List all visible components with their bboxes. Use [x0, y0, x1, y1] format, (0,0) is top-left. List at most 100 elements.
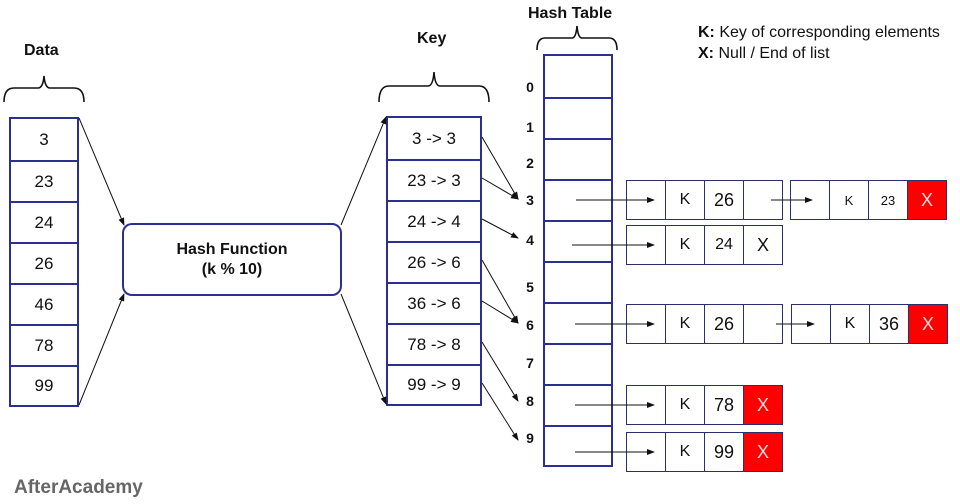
hash-slot-6 [545, 302, 611, 343]
hash-slot-0 [545, 56, 611, 97]
arrow-key-to-index [481, 218, 519, 239]
arrow-data-to-hash-bottom [78, 293, 125, 406]
hash-slot-1 [545, 97, 611, 138]
data-cell: 23 [11, 160, 77, 201]
legend-k-label: K: [698, 24, 715, 41]
node-value-cell: 26 [704, 304, 744, 344]
hash-slot-2 [545, 138, 611, 179]
data-cell: 99 [11, 365, 77, 405]
data-cell: 3 [39, 129, 49, 149]
slot-index: 9 [526, 430, 534, 446]
arrow-data-to-hash-top [78, 117, 125, 226]
node-pointer-cell [626, 180, 666, 220]
node-key-cell: K [665, 180, 705, 220]
node-key-cell: K [665, 385, 705, 425]
key-cell: 3 -> 3 [412, 128, 456, 148]
hash-function-label: Hash Function [176, 240, 288, 258]
hash-slot-9 [545, 425, 611, 465]
arrow-key-to-index [481, 259, 519, 324]
node-next-cell [743, 304, 783, 344]
node-value-cell: 23 [868, 180, 908, 220]
legend: K: Key of corresponding elements X: Null… [698, 22, 948, 64]
node-pointer-cell [626, 304, 666, 344]
node-pointer-cell [790, 180, 830, 220]
node-next-cell [743, 180, 783, 220]
node-pointer-cell [626, 225, 666, 265]
chain-node-slot9-1: K 99 X [626, 432, 783, 472]
key-cell: 26 -> 6 [388, 241, 480, 282]
slot-index: 5 [526, 279, 534, 295]
node-value-cell: 24 [704, 225, 744, 265]
hash-table-title: Hash Table [528, 5, 613, 22]
chain-node-slot6-1: K 26 [626, 304, 783, 344]
brace-data [3, 75, 85, 103]
slot-index: 1 [526, 119, 534, 135]
arrow-key-to-index [481, 177, 519, 200]
null-marker: X [907, 180, 947, 220]
null-marker: X [743, 385, 783, 425]
node-pointer-cell [626, 432, 666, 472]
slot-index: 4 [526, 232, 534, 248]
hash-slot-8 [545, 384, 611, 425]
key-title: Key [417, 30, 447, 47]
node-value-cell: 99 [704, 432, 744, 472]
key-cell: 99 -> 9 [388, 364, 480, 404]
arrow-key-to-index [481, 382, 519, 441]
node-key-cell: K [830, 304, 870, 344]
legend-x: X: Null / End of list [698, 43, 948, 64]
brace-hash-table [536, 25, 618, 51]
chain-node-slot8-1: K 78 X [626, 385, 783, 425]
chain-node-slot3-1: K 26 [626, 180, 783, 220]
node-value-cell: 26 [704, 180, 744, 220]
brace-key [378, 71, 490, 103]
data-cell: 46 [11, 283, 77, 324]
data-cell: 78 [11, 324, 77, 365]
node-key-cell: K [665, 304, 705, 344]
legend-k-text: Key of corresponding elements [714, 24, 940, 41]
arrow-key-to-index [481, 300, 519, 324]
slot-index: 6 [526, 317, 534, 333]
arrow-key-to-index [481, 136, 519, 200]
data-title: Data [24, 42, 59, 59]
chain-node-slot4-1: K 24 X [626, 225, 783, 265]
data-array: 3 23 24 26 46 78 99 [9, 117, 79, 407]
slot-index: 2 [526, 155, 534, 171]
node-key-cell: K [665, 432, 705, 472]
null-marker: X [743, 432, 783, 472]
key-cell: 23 -> 3 [388, 159, 480, 200]
arrow-hash-to-key-top [340, 116, 387, 226]
legend-x-text: Null / End of list [714, 45, 830, 62]
legend-x-label: X: [698, 45, 714, 62]
hash-slot-4 [545, 220, 611, 261]
node-value-cell: 78 [704, 385, 744, 425]
slot-index: 8 [526, 393, 534, 409]
slot-index: 0 [526, 79, 534, 95]
chain-node-slot6-2: K 36 X [791, 304, 948, 344]
node-key-cell: K [829, 180, 869, 220]
hash-table [543, 54, 613, 467]
node-pointer-cell [626, 385, 666, 425]
node-key-cell: K [665, 225, 705, 265]
hash-slot-3 [545, 179, 611, 220]
brand-logo-text: AfterAcademy [14, 477, 143, 498]
slot-index: 7 [526, 355, 534, 371]
slot-index: 3 [526, 192, 534, 208]
data-cell: 24 [11, 201, 77, 242]
node-pointer-cell [791, 304, 831, 344]
node-value-cell: 36 [869, 304, 909, 344]
key-cell: 24 -> 4 [388, 200, 480, 241]
hash-function-formula: (k % 10) [201, 260, 263, 278]
chain-node-slot3-2: K 23 X [790, 180, 947, 220]
hash-function-box: Hash Function (k % 10) [122, 223, 342, 296]
arrow-hash-to-key-bottom [340, 293, 387, 405]
arrow-key-to-index [481, 341, 519, 402]
null-marker: X [908, 304, 948, 344]
data-cell: 26 [11, 242, 77, 283]
null-marker: X [743, 225, 783, 265]
legend-k: K: Key of corresponding elements [698, 22, 948, 43]
key-cell: 36 -> 6 [388, 282, 480, 323]
key-cell: 78 -> 8 [388, 323, 480, 364]
key-array: 3 -> 3 23 -> 3 24 -> 4 26 -> 6 36 -> 6 7… [386, 116, 482, 406]
hash-slot-7 [545, 343, 611, 384]
hash-slot-5 [545, 261, 611, 302]
